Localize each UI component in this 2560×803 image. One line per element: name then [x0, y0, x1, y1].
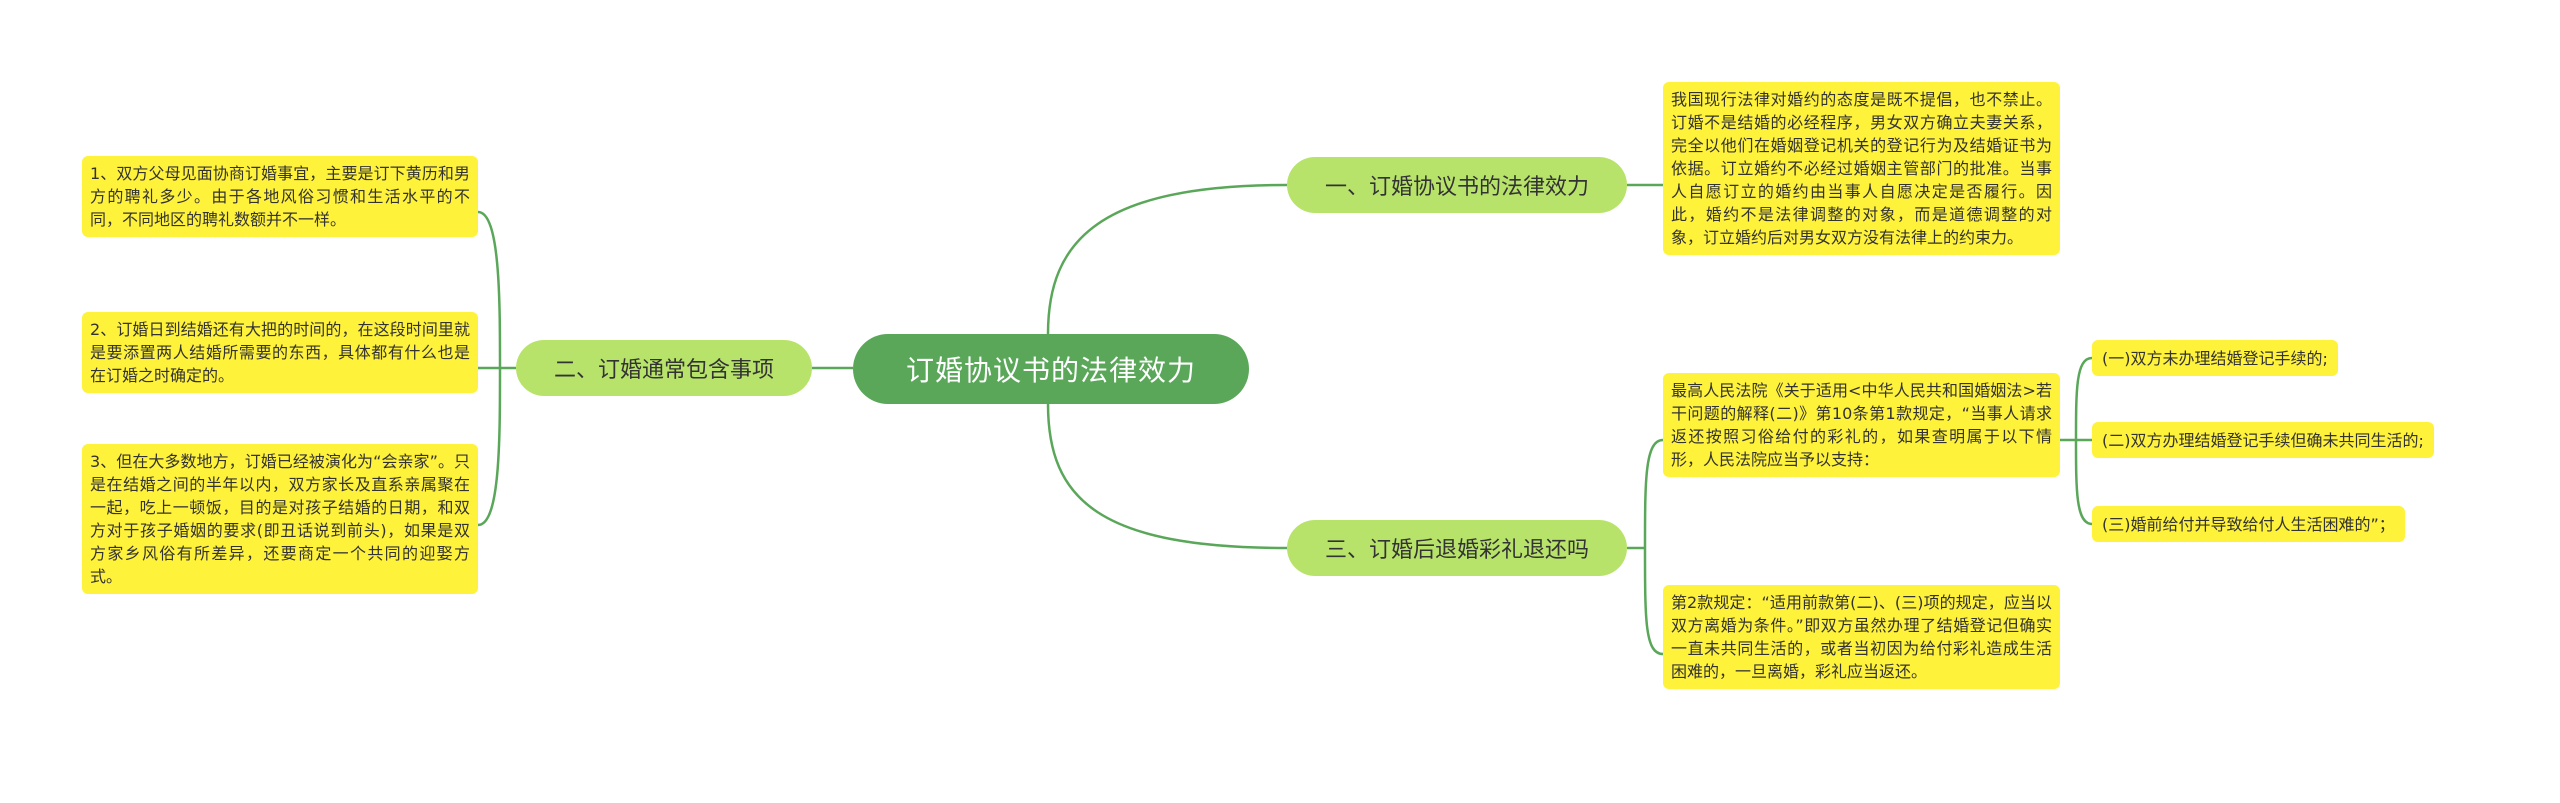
connector-sub3 [2074, 439, 2093, 526]
branch-legal-effect[interactable]: 一、订婚协议书的法律效力 [1287, 157, 1627, 213]
branch-engagement-items[interactable]: 二、订婚通常包含事项 [516, 340, 812, 396]
sub-item-2: (二)双方办理结婚登记手续但确未共同生活的; [2092, 422, 2434, 458]
leaf-court-interpretation: 最高人民法院《关于适用<中华人民共和国婚姻法>若干问题的解释(二)》第10条第1… [1663, 373, 2060, 477]
leaf-engagement-item-2: 2、订婚日到结婚还有大把的时间的，在这段时间里就是要添置两人结婚所需要的东西，具… [82, 312, 478, 393]
root-node[interactable]: 订婚协议书的法律效力 [853, 334, 1249, 404]
connector-branch2-leaf3 [477, 367, 502, 527]
connector-root-branch1 [1046, 183, 1288, 335]
leaf-engagement-item-3: 3、但在大多数地方，订婚已经被演化为“会亲家”。只是在结婚之间的半年以内，双方家… [82, 444, 478, 594]
branch-bride-price-return[interactable]: 三、订婚后退婚彩礼退还吗 [1287, 520, 1627, 576]
connector-branch3-leaf1 [1643, 438, 1664, 549]
leaf-clause-2: 第2款规定：“适用前款第(二)、(三)项的规定，应当以双方离婚为条件。”即双方虽… [1663, 585, 2060, 689]
leaf-engagement-item-1: 1、双方父母见面协商订婚事宜，主要是订下黄历和男方的聘礼多少。由于各地风俗习惯和… [82, 156, 478, 237]
sub-item-3: (三)婚前给付并导致给付人生活困难的”； [2092, 506, 2405, 542]
connector-root-branch3 [1046, 403, 1288, 550]
connector-sub1 [2074, 356, 2093, 441]
leaf-legal-effect-text: 我国现行法律对婚约的态度是既不提倡，也不禁止。订婚不是结婚的必经程序，男女双方确… [1663, 82, 2060, 255]
sub-item-1: (一)双方未办理结婚登记手续的; [2092, 340, 2338, 376]
connector-branch2-leaf1 [477, 210, 502, 369]
connector-branch3-leaf2 [1643, 547, 1664, 656]
